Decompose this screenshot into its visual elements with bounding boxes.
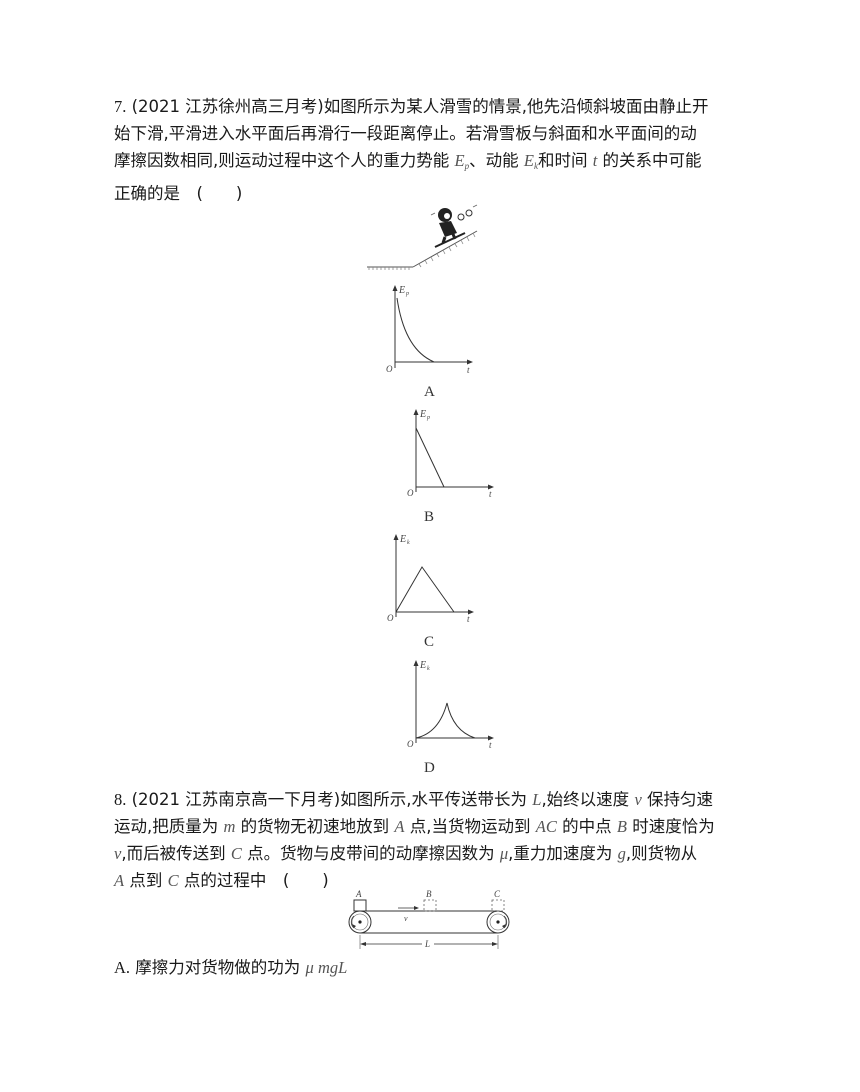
q8-line-4: A 点到 C 点的过程中 ( ) (114, 871, 329, 890)
graph-c: E k O t (387, 534, 474, 624)
q8-line-3: v,而后被传送到 C 点。货物与皮带间的动摩擦因数为 μ,重力加速度为 g,则货… (114, 844, 698, 863)
graph-a-label: A (424, 384, 435, 400)
svg-text:p: p (426, 415, 430, 421)
x-axis-arrow-icon (488, 484, 494, 490)
line (415, 427, 445, 488)
graph-d: E k O t (407, 660, 494, 750)
y-axis-arrow-icon (413, 409, 419, 415)
question-8: 8. (2021 江苏南京高一下月考)如图所示,水平传送带长为 L,始终以速度 … (114, 786, 754, 894)
x-axis-arrow-icon (468, 609, 474, 615)
graph-b: E p O t (407, 409, 494, 499)
skier-illustration (367, 204, 478, 270)
q8-line-2: 运动,把质量为 m 的货物无初速地放到 A 点,当货物运动到 AC 的中点 B … (114, 817, 715, 836)
svg-text:E: E (399, 534, 406, 545)
x-label: t (467, 365, 470, 375)
left-pulley-icon (348, 910, 372, 934)
svg-text:E: E (419, 660, 426, 671)
dimension-arrow-left-icon (360, 942, 366, 946)
origin-label: O (386, 364, 393, 374)
x-axis-arrow-icon (488, 735, 494, 741)
q7-source: (2021 江苏徐州高三月考) (131, 97, 324, 116)
q8-option-a: A. 摩擦力对货物做的功为 μ mgL (114, 958, 348, 977)
q7-line-4: 正确的是 ( ) (114, 184, 243, 203)
y-label: E (398, 285, 405, 296)
svg-text:k: k (407, 540, 410, 546)
conveyor-belt-diagram: A B C v L (348, 889, 510, 949)
curve (415, 702, 476, 739)
y-axis-arrow-icon (413, 660, 419, 666)
box-b (423, 899, 437, 912)
skier-figure-icon (430, 204, 478, 248)
q7-line-1: 7. (2021 江苏徐州高三月考)如图所示为某人滑雪的情景,他先沿倾斜坡面由静… (114, 97, 709, 116)
svg-text:O: O (407, 739, 414, 749)
svg-text:O: O (387, 613, 394, 623)
svg-text:A: A (355, 889, 362, 899)
box-c (491, 899, 505, 912)
graph-a: E p O t (386, 285, 473, 375)
q8-source: (2021 江苏南京高一下月考) (131, 790, 341, 809)
q7-line-2: 始下滑,平滑进入水平面后再滑行一段距离停止。若滑雪板与斜面和水平面间的动 (114, 124, 697, 143)
graph-c-label: C (424, 634, 435, 650)
x-axis-arrow-icon (467, 359, 473, 365)
q8-line-1: 8. (2021 江苏南京高一下月考)如图所示,水平传送带长为 L,始终以速度 … (114, 790, 714, 809)
svg-text:O: O (407, 488, 414, 498)
curve (396, 297, 435, 363)
svg-text:L: L (424, 939, 430, 949)
question-7: 7. (2021 江苏徐州高三月考)如图所示为某人滑雪的情景,他先沿倾斜坡面由静… (114, 93, 754, 207)
velocity-arrow-icon (414, 906, 419, 910)
graph-b-label: B (424, 509, 435, 525)
y-axis-arrow-icon (393, 534, 399, 540)
svg-text:v: v (404, 914, 408, 923)
y-axis-arrow-icon (392, 285, 398, 291)
box-a (353, 899, 367, 912)
svg-text:E: E (419, 409, 426, 420)
right-pulley-icon (486, 910, 510, 934)
svg-text:p: p (405, 291, 409, 297)
graph-d-label: D (424, 760, 435, 776)
svg-text:B: B (426, 889, 432, 899)
svg-text:t: t (489, 740, 492, 750)
line (395, 566, 455, 613)
svg-text:k: k (427, 666, 430, 672)
svg-text:t: t (467, 614, 470, 624)
q7-line-3: 摩擦因数相同,则运动过程中这个人的重力势能 Ep、动能 Ek和时间 t 的关系中… (114, 151, 702, 171)
svg-text:t: t (489, 489, 492, 499)
dimension-arrow-right-icon (492, 942, 498, 946)
svg-text:C: C (494, 889, 501, 899)
